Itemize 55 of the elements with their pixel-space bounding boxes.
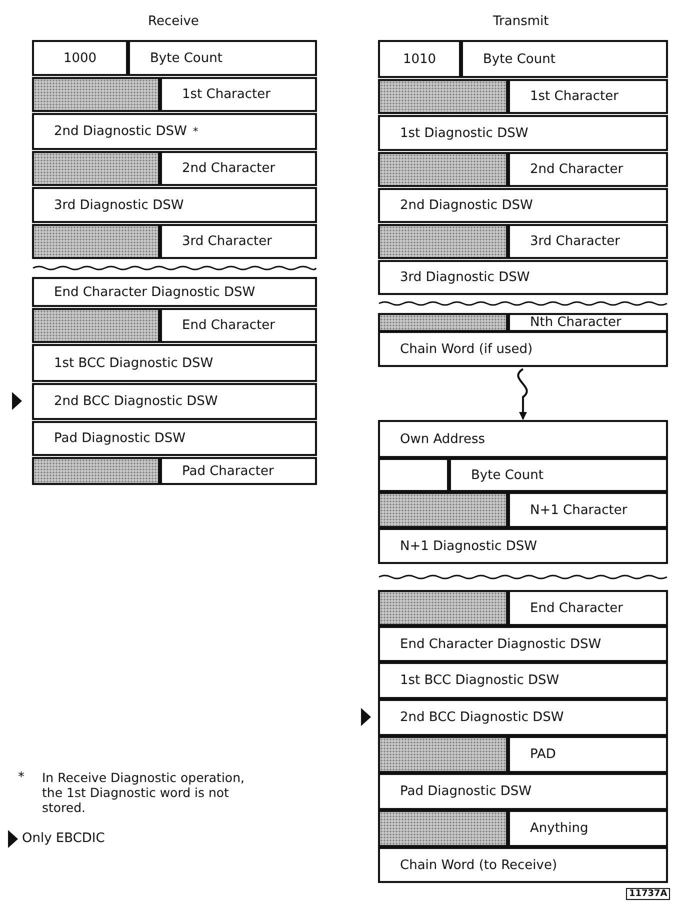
memory-word: Pad Character [160, 457, 317, 485]
memory-word: 2nd BCC Diagnostic DSW [378, 699, 668, 736]
memory-word: 2nd Character [160, 151, 317, 186]
memory-word: PAD [508, 736, 668, 773]
memory-word: 1st BCC Diagnostic DSW [32, 344, 317, 382]
memory-word: End Character [508, 590, 668, 626]
memory-word: 3rd Character [160, 224, 317, 259]
memory-word: Own Address [378, 420, 668, 458]
shaded-field [378, 736, 508, 773]
memory-word: Pad Diagnostic DSW [32, 421, 317, 456]
footnote-mark: * [18, 770, 24, 785]
memory-word: 3rd Diagnostic DSW [378, 260, 668, 295]
memory-word: Nth Character [508, 313, 668, 332]
shaded-field [32, 308, 160, 343]
shaded-field [378, 313, 508, 332]
memory-word: End Character [160, 308, 317, 343]
memory-word: N+1 Diagnostic DSW [378, 528, 668, 564]
memory-word: Pad Diagnostic DSW [378, 773, 668, 810]
legend-text: Only EBCDIC [22, 831, 105, 846]
memory-word: 2nd BCC Diagnostic DSW [32, 383, 317, 420]
memory-word: 1st BCC Diagnostic DSW [378, 662, 668, 699]
shaded-field [378, 152, 508, 187]
memory-word: Chain Word (to Receive) [378, 847, 668, 883]
shaded-field [378, 224, 508, 259]
memory-word: 1000 [32, 40, 128, 76]
figure-number: 11737A [626, 888, 670, 900]
section-title: Transmit [493, 14, 549, 29]
memory-word: Byte Count [449, 458, 668, 492]
shaded-field [32, 77, 160, 112]
memory-word: 1st Character [508, 79, 668, 114]
memory-word: End Character Diagnostic DSW [378, 626, 668, 662]
memory-word: Byte Count [128, 40, 317, 76]
memory-word: 2nd Diagnostic DSW [378, 188, 668, 223]
shaded-field [32, 224, 160, 259]
shaded-field [378, 79, 508, 114]
arrow [517, 368, 528, 420]
memory-word: 1010 [378, 40, 461, 78]
memory-word: Byte Count [461, 40, 668, 78]
shaded-field [378, 810, 508, 847]
memory-word: 1st Character [160, 77, 317, 112]
memory-word: End Character Diagnostic DSW [32, 277, 317, 307]
memory-word: 3rd Diagnostic DSW [32, 187, 317, 223]
shaded-field [378, 492, 508, 528]
memory-word: N+1 Character [508, 492, 668, 528]
memory-word: Chain Word (if used) [378, 331, 668, 367]
shaded-field [378, 590, 508, 626]
shaded-field [32, 457, 160, 485]
shaded-field [32, 151, 160, 186]
section-title: Receive [148, 14, 199, 29]
memory-word: 2nd Character [508, 152, 668, 187]
footnote-text: In Receive Diagnostic operation, the 1st Diagnostic word is not stored. [42, 770, 246, 815]
memory-word: 3rd Character [508, 224, 668, 259]
memory-field [378, 458, 449, 492]
memory-word: 1st Diagnostic DSW [378, 115, 668, 151]
memory-word: Anything [508, 810, 668, 847]
